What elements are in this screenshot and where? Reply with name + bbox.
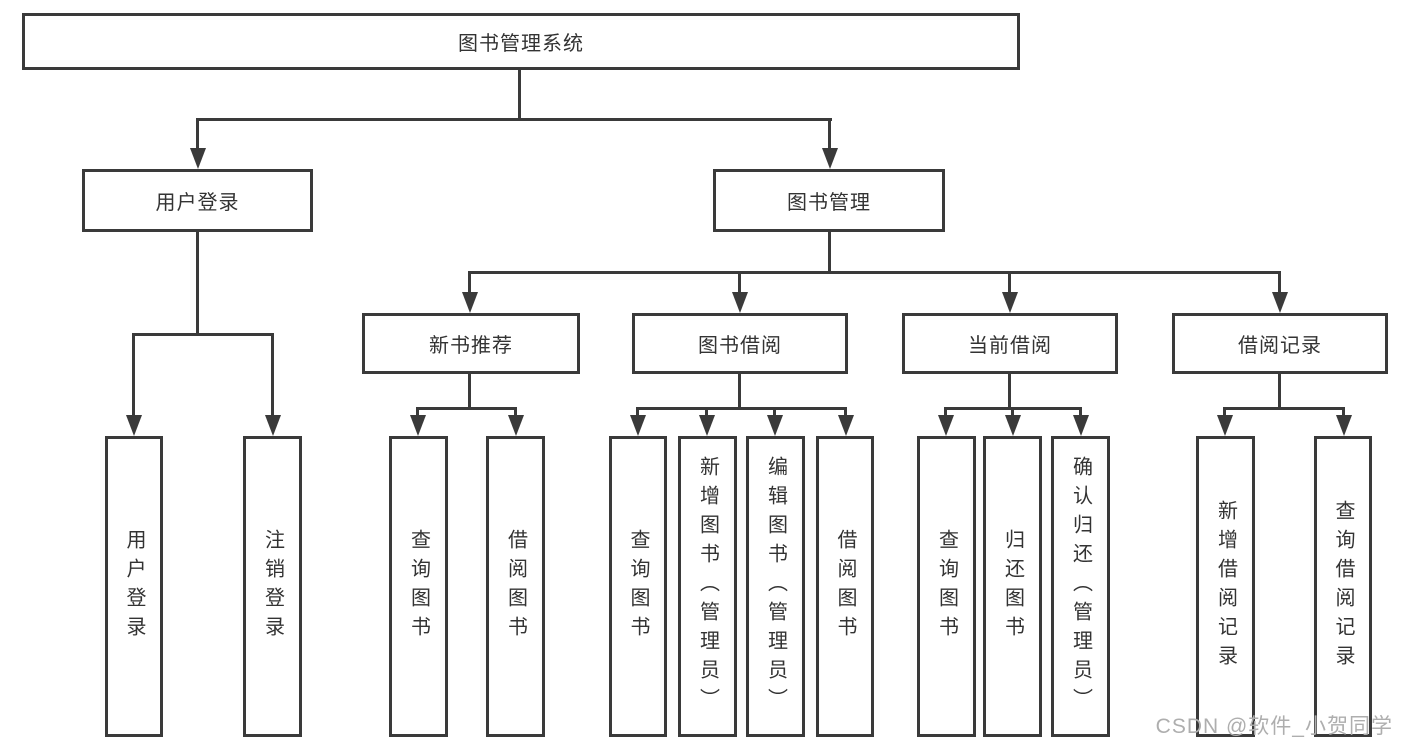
leaf-record-add-borrow-record: 新增借阅记录	[1196, 436, 1255, 737]
leaf-newbook-query-book: 查询图书	[389, 436, 448, 737]
connector-drop-current-return	[1011, 407, 1014, 420]
connector-drop-book-management	[828, 118, 831, 152]
arrowhead-book-management	[822, 148, 838, 169]
arrowhead-record-add	[1217, 415, 1233, 436]
arrowhead-current-return	[1005, 415, 1021, 436]
arrowhead-borrow-add	[699, 415, 715, 436]
leaf-borrow-add-book-admin: 新增图书（管理员）	[678, 436, 737, 737]
connector-root-stem	[518, 68, 521, 121]
connector-book-borrow-bar	[636, 407, 847, 410]
connector-drop-current-confirm	[1079, 407, 1082, 420]
connector-book-management-bar	[468, 271, 1281, 274]
node-current-borrow: 当前借阅	[902, 313, 1118, 374]
connector-drop-user-login	[196, 118, 199, 152]
node-new-book-recommend: 新书推荐	[362, 313, 580, 374]
leaf-record-query-borrow-record: 查询借阅记录	[1314, 436, 1372, 737]
arrowhead-newbook-borrow	[508, 415, 524, 436]
connector-drop-newbook-query	[416, 407, 419, 420]
arrowhead-current-confirm	[1073, 415, 1089, 436]
connector-drop-borrow-add	[705, 407, 708, 420]
node-library-management-system: 图书管理系统	[22, 13, 1020, 70]
arrowhead-newbook-query	[410, 415, 426, 436]
leaf-borrow-edit-book-admin: 编辑图书（管理员）	[746, 436, 805, 737]
node-user-login: 用户登录	[82, 169, 313, 232]
connector-drop-leaf-user-login	[132, 333, 135, 418]
leaf-current-return-book: 归还图书	[983, 436, 1042, 737]
connector-drop-book-borrow	[738, 271, 741, 295]
csdn-watermark: CSDN @软件_小贺同学	[1155, 715, 1393, 738]
leaf-current-confirm-return-admin: 确认归还（管理员）	[1051, 436, 1110, 737]
connector-drop-current-borrow	[1008, 271, 1011, 295]
connector-drop-newbook-borrow	[514, 407, 517, 420]
leaf-borrow-query-book: 查询图书	[609, 436, 667, 737]
node-book-borrow: 图书借阅	[632, 313, 848, 374]
connector-book-borrow-stem	[738, 374, 741, 410]
leaf-newbook-borrow-book: 借阅图书	[486, 436, 545, 737]
connector-drop-borrow-borrow	[844, 407, 847, 420]
node-book-management: 图书管理	[713, 169, 945, 232]
connector-user-login-stem	[196, 232, 199, 336]
connector-drop-borrow-record	[1278, 271, 1281, 295]
leaf-current-query-book: 查询图书	[917, 436, 976, 737]
connector-drop-borrow-query	[636, 407, 639, 420]
leaf-borrow-borrow-book: 借阅图书	[816, 436, 874, 737]
arrowhead-borrow-query	[630, 415, 646, 436]
arrowhead-new-book	[462, 292, 478, 313]
arrowhead-current-borrow	[1002, 292, 1018, 313]
connector-drop-current-query	[944, 407, 947, 420]
connector-drop-new-book	[468, 271, 471, 295]
connector-borrow-record-bar	[1223, 407, 1345, 410]
connector-borrow-record-stem	[1278, 374, 1281, 410]
connector-book-management-stem	[828, 232, 831, 274]
arrowhead-borrow-record	[1272, 292, 1288, 313]
leaf-logout-login: 注销登录	[243, 436, 302, 737]
connector-drop-leaf-logout	[271, 333, 274, 418]
connector-new-book-bar	[416, 407, 517, 410]
node-borrow-record: 借阅记录	[1172, 313, 1388, 374]
connector-drop-record-add	[1223, 407, 1226, 420]
arrowhead-book-borrow	[732, 292, 748, 313]
arrowhead-record-query	[1336, 415, 1352, 436]
connector-user-login-bar	[132, 333, 274, 336]
connector-drop-borrow-edit	[773, 407, 776, 420]
connector-root-bar	[196, 118, 832, 121]
arrowhead-user-login	[190, 148, 206, 169]
arrowhead-borrow-borrow	[838, 415, 854, 436]
arrowhead-current-query	[938, 415, 954, 436]
arrowhead-leaf-logout	[265, 415, 281, 436]
connector-drop-record-query	[1342, 407, 1345, 420]
arrowhead-leaf-user-login	[126, 415, 142, 436]
connector-current-borrow-stem	[1008, 374, 1011, 410]
arrowhead-borrow-edit	[767, 415, 783, 436]
connector-new-book-stem	[468, 374, 471, 410]
leaf-user-login: 用户登录	[105, 436, 163, 737]
